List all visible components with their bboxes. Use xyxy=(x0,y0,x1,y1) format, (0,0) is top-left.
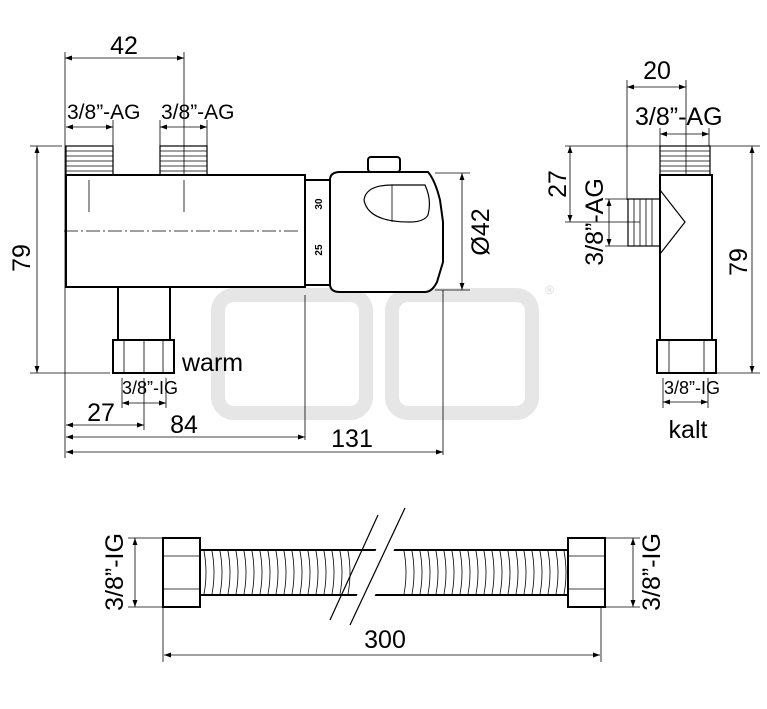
outlet-pipe xyxy=(117,286,171,341)
corrugation-ridge xyxy=(331,550,335,595)
corrugation-ridge xyxy=(243,550,247,595)
corrugation-ridge xyxy=(307,550,311,595)
hose-corrugation xyxy=(203,550,567,595)
watermark-logo: ® xyxy=(211,283,554,420)
corrugation-ridge xyxy=(203,550,207,595)
corrugation-ridge xyxy=(555,550,559,595)
dim-131: 131 xyxy=(331,425,373,453)
corrugation-ridge xyxy=(467,550,471,595)
corrugation-ridge xyxy=(539,550,543,595)
corrugation-ridge xyxy=(475,550,479,595)
inlet-thread-right-label: 3/8”-AG xyxy=(161,101,235,124)
corrugation-ridge xyxy=(443,550,447,595)
inlet-thread-left xyxy=(65,145,114,176)
hose-thread-left-label: 3/8”-IG xyxy=(101,533,129,611)
corrugation-ridge xyxy=(515,550,519,595)
cold-pipe xyxy=(659,174,713,341)
cold-nut xyxy=(656,339,717,374)
scale-label-30: 30 xyxy=(314,198,325,210)
corrugation-ridge xyxy=(219,550,223,595)
inlet-thread-right xyxy=(159,145,208,176)
corrugation-ridge xyxy=(323,550,327,595)
dim-inlet-spacing: 42 xyxy=(110,32,138,60)
dim-diameter: Ø42 xyxy=(467,208,495,255)
side-thread-label: 3/8”-AG xyxy=(581,178,609,266)
dim-height: 79 xyxy=(8,244,36,272)
corrugation-ridge xyxy=(291,550,295,595)
scale-ring xyxy=(304,179,331,286)
dim-height-side: 79 xyxy=(725,248,753,276)
registered-mark: ® xyxy=(545,283,554,297)
corrugation-ridge xyxy=(235,550,239,595)
front-view: 30 25 42 3/8”-AG 3/8”-AG 79 Ø42 warm 3/8… xyxy=(8,32,495,458)
top-thread xyxy=(659,145,711,176)
outlet-thread-label: 3/8”-IG xyxy=(122,378,178,398)
dim-27: 27 xyxy=(87,399,115,427)
side-view: 20 3/8”-AG 27 3/8”-AG 79 3/8”-IG kalt xyxy=(544,57,760,444)
corrugation-ridge xyxy=(315,550,319,595)
corrugation-ridge xyxy=(531,550,535,595)
dim-20: 20 xyxy=(643,57,671,85)
corrugation-ridge xyxy=(211,550,215,595)
hose-nut-right xyxy=(567,537,606,608)
corrugation-ridge xyxy=(259,550,263,595)
temperature-knob[interactable] xyxy=(329,171,444,293)
corrugation-ridge xyxy=(499,550,503,595)
corrugation-ridge xyxy=(411,550,415,595)
knob-button xyxy=(367,156,401,173)
corrugation-ridge xyxy=(459,550,463,595)
outlet-nut xyxy=(112,339,175,374)
corrugation-ridge xyxy=(403,550,407,595)
corrugation-ridge xyxy=(427,550,431,595)
top-thread-label: 3/8”-AG xyxy=(635,103,723,131)
corrugation-ridge xyxy=(283,550,287,595)
corrugation-ridge xyxy=(251,550,255,595)
kalt-label: kalt xyxy=(669,416,708,444)
hose-thread-right-label: 3/8”-IG xyxy=(638,533,666,611)
corrugation-ridge xyxy=(227,550,231,595)
corrugation-ridge xyxy=(523,550,527,595)
corrugation-ridge xyxy=(547,550,551,595)
hose-length: 300 xyxy=(364,626,406,654)
corrugation-ridge xyxy=(299,550,303,595)
corrugation-ridge xyxy=(451,550,455,595)
hose-nut-left xyxy=(162,537,201,608)
corrugation-ridge xyxy=(483,550,487,595)
dim-84: 84 xyxy=(170,411,198,439)
bottom-thread-label: 3/8”-IG xyxy=(664,378,720,398)
dim-27-side: 27 xyxy=(544,170,572,198)
corrugation-ridge xyxy=(419,550,423,595)
corrugation-ridge xyxy=(435,550,439,595)
corrugation-ridge xyxy=(563,550,567,595)
corrugation-ridge xyxy=(275,550,279,595)
corrugation-ridge xyxy=(507,550,511,595)
corrugation-ridge xyxy=(267,550,271,595)
corrugation-ridge xyxy=(347,550,351,595)
hose-view: 3/8”-IG 3/8”-IG 300 xyxy=(101,507,666,662)
corrugation-ridge xyxy=(339,550,343,595)
inlet-thread-left-label: 3/8”-AG xyxy=(67,101,141,124)
corrugation-ridge xyxy=(491,550,495,595)
outlet-label-warm: warm xyxy=(181,349,243,377)
side-thread xyxy=(627,198,661,247)
scale-label-25: 25 xyxy=(314,244,325,256)
